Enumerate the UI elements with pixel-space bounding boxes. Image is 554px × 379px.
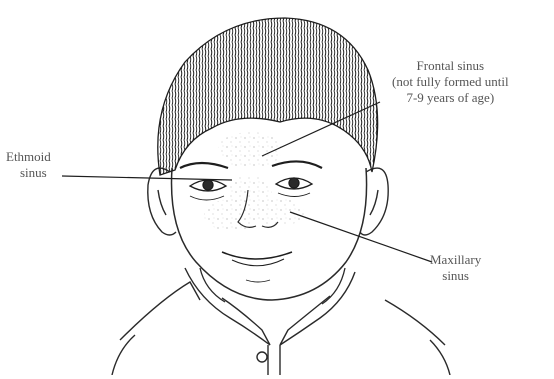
ethmoid-sinus-label-line-1: Ethmoid	[6, 149, 51, 165]
ethmoid-leader-line	[62, 176, 232, 180]
frontal-sinus-label: Frontal sinus (not fully formed until 7-…	[392, 58, 509, 106]
ethmoid-sinus-label: Ethmoid sinus	[6, 149, 51, 181]
ethmoid-sinus-label-line-2: sinus	[6, 165, 51, 181]
maxillary-sinus-label-line-2: sinus	[430, 268, 481, 284]
maxillary-sinus-label: Maxillary sinus	[430, 252, 481, 284]
maxillary-leader-line	[290, 212, 432, 262]
shirt	[112, 268, 450, 375]
maxillary-sinus-label-line-1: Maxillary	[430, 252, 481, 268]
mouth	[222, 252, 292, 282]
frontal-sinus-label-line-2: (not fully formed until	[392, 74, 509, 90]
frontal-sinus-label-line-1: Frontal sinus	[392, 58, 509, 74]
frontal-sinus-label-line-3: 7-9 years of age)	[392, 90, 509, 106]
